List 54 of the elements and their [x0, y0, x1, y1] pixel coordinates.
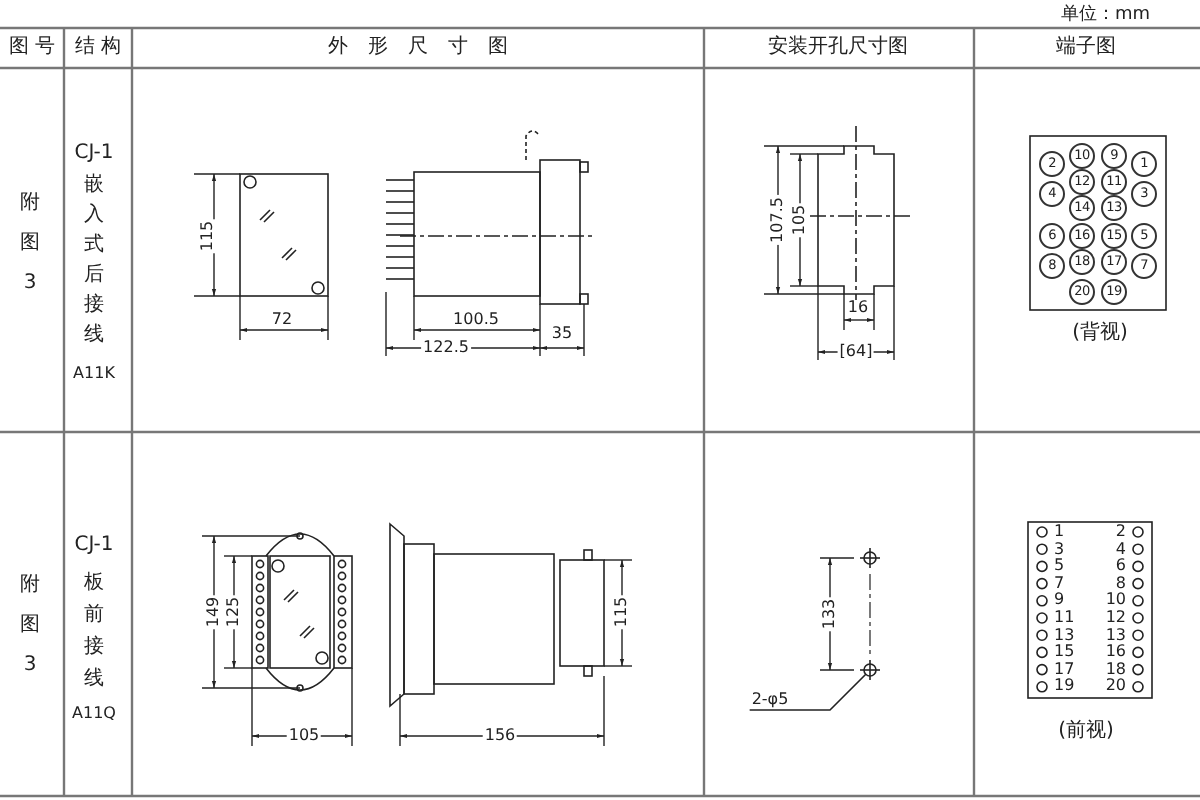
terminal-number: 18: [1105, 661, 1126, 678]
terminal-number: 6: [1115, 558, 1126, 575]
dimension-label: 105: [286, 728, 322, 744]
dimension-label: 115: [614, 594, 630, 630]
column-header: 安装开孔尺寸图: [768, 38, 908, 58]
structure-label: 板前接线: [84, 569, 104, 694]
terminal-number: 5: [1054, 558, 1065, 575]
model-label: CJ-1: [74, 536, 114, 556]
terminal-number: 19: [1054, 678, 1075, 695]
dimension-label: 105: [792, 202, 808, 238]
column-header: 图号: [7, 38, 61, 58]
view-label: (前视): [1058, 722, 1114, 742]
dimension-label: 122.5: [421, 340, 471, 356]
leader-line: [748, 673, 867, 711]
terminal-number: 17: [1054, 661, 1075, 678]
terminal-number: 16: [1105, 644, 1126, 661]
column-header: 结构: [73, 38, 127, 58]
dimension-label: 16: [845, 300, 871, 316]
dimension-label: 100.5: [451, 312, 501, 328]
terminal-number: 11: [1054, 610, 1075, 626]
column-header: 端子图: [1056, 38, 1116, 58]
terminal-number: 13: [1054, 627, 1075, 644]
terminal-number: 2: [1115, 524, 1126, 540]
terminal-number: 7: [1054, 575, 1065, 592]
dimension-label: 107.5: [770, 195, 786, 245]
terminal-number: 8: [1115, 575, 1126, 592]
model-label: CJ-1: [74, 144, 114, 164]
structure-label: 嵌入式后接线: [84, 171, 104, 350]
model-code: A11K: [73, 366, 115, 382]
dimension-label: 115: [200, 218, 216, 254]
terminal-number: 4: [1115, 541, 1126, 558]
dimension-label: 156: [482, 728, 518, 744]
figure-number: 附图3: [20, 572, 40, 680]
unit-note: 单位：mm: [1060, 7, 1150, 25]
dimension-label: 125: [226, 594, 242, 630]
dimension-label: 133: [822, 596, 838, 632]
dimension-label: [64]: [837, 344, 875, 360]
terminal-number: 20: [1105, 678, 1126, 695]
model-code: A11Q: [72, 706, 116, 722]
terminal-number: 13: [1105, 627, 1126, 644]
hole-size-label: 2-φ5: [749, 692, 791, 708]
terminal-number: 3: [1054, 541, 1065, 558]
mounting-hole: [859, 659, 881, 681]
dimension-label: 35: [549, 326, 575, 342]
dimension-label: 149: [206, 594, 222, 630]
dimension-label: 72: [269, 312, 295, 328]
terminal-number: 12: [1105, 610, 1126, 626]
figure-number: 附图3: [20, 190, 40, 298]
terminal-number: 10: [1105, 592, 1126, 609]
view-label: (背视): [1072, 324, 1128, 344]
terminal-number: 9: [1054, 592, 1065, 609]
terminal-number: 1: [1054, 524, 1065, 540]
terminal-number: 15: [1054, 644, 1075, 661]
column-header: 外形尺寸图: [326, 38, 528, 58]
